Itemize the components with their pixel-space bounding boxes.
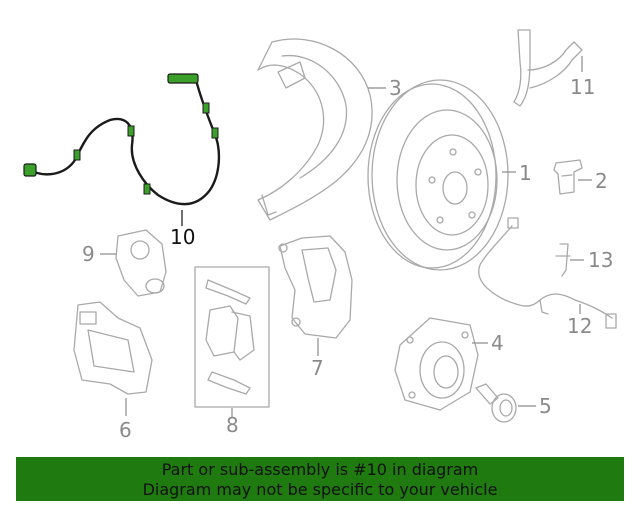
part-3-dust-shield[interactable] (257, 38, 373, 221)
leader-lines (100, 56, 592, 418)
callout-8: 8 (226, 413, 239, 437)
callout-9: 9 (82, 242, 95, 266)
callout-13: 13 (588, 248, 613, 272)
callout-6: 6 (119, 418, 132, 442)
part-11-sensor[interactable] (513, 29, 583, 107)
part-2-nut[interactable] (553, 159, 583, 195)
callout-10: 10 (170, 225, 195, 249)
callout-12: 12 (567, 314, 592, 338)
callout-3: 3 (389, 76, 402, 100)
part-1-brake-rotor[interactable] (367, 79, 509, 271)
part-4-hub-bearing[interactable] (394, 317, 479, 411)
part-6-caliper-carrier[interactable] (73, 301, 153, 395)
callout-7: 7 (311, 356, 324, 380)
callout-2: 2 (595, 169, 608, 193)
part-13-clip[interactable] (555, 243, 571, 277)
part-7-brake-caliper[interactable] (278, 235, 353, 339)
callout-4: 4 (491, 331, 504, 355)
callout-1: 1 (519, 161, 532, 185)
part-8-brake-pad-set[interactable] (194, 266, 270, 408)
callout-5: 5 (539, 394, 552, 418)
info-banner: Part or sub-assembly is #10 in diagram D… (16, 457, 624, 501)
part-12-abs-sensor-wire[interactable] (478, 217, 617, 329)
callout-11: 11 (570, 75, 595, 99)
part-9-caliper-motor[interactable] (115, 229, 167, 297)
banner-line-2: Diagram may not be specific to your vehi… (142, 480, 498, 499)
part-10-brake-wear-sensor[interactable] (23, 73, 221, 206)
banner-line-1: Part or sub-assembly is #10 in diagram (161, 460, 479, 479)
part-5-axle-bolt[interactable] (475, 383, 517, 423)
